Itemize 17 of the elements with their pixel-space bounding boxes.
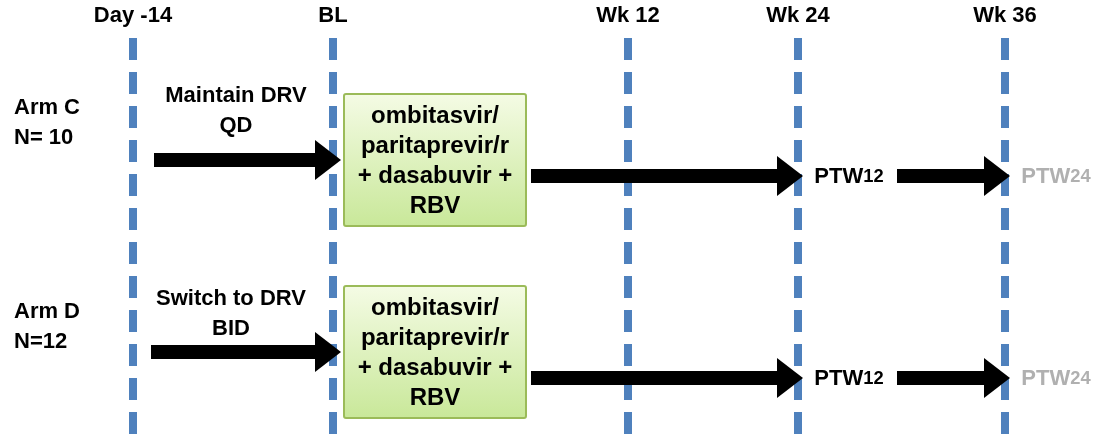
timepoint-header: BL (317, 2, 349, 28)
arrow (531, 358, 803, 398)
arrow (531, 156, 803, 196)
arm-label: Arm C N= 10 (14, 93, 81, 151)
arrow (897, 358, 1010, 398)
edge-label: Switch to DRV BID (155, 284, 307, 342)
arrow (897, 156, 1010, 196)
arrow (154, 140, 341, 180)
arm-label: Arm D N=12 (14, 297, 81, 355)
treatment-box: ombitasvir/ paritaprevir/r + dasabuvir + RBV (343, 285, 527, 419)
timepoint-header: Wk 12 (595, 2, 661, 28)
timepoint-header: Wk 24 (765, 2, 831, 28)
arrow (151, 332, 341, 372)
timepoint-header: Wk 36 (972, 2, 1038, 28)
treatment-box: ombitasvir/ paritaprevir/r + dasabuvir + RBV (343, 93, 527, 227)
timepoint-header: Day -14 (92, 2, 174, 28)
edge-label: Maintain DRV QD (164, 81, 308, 139)
